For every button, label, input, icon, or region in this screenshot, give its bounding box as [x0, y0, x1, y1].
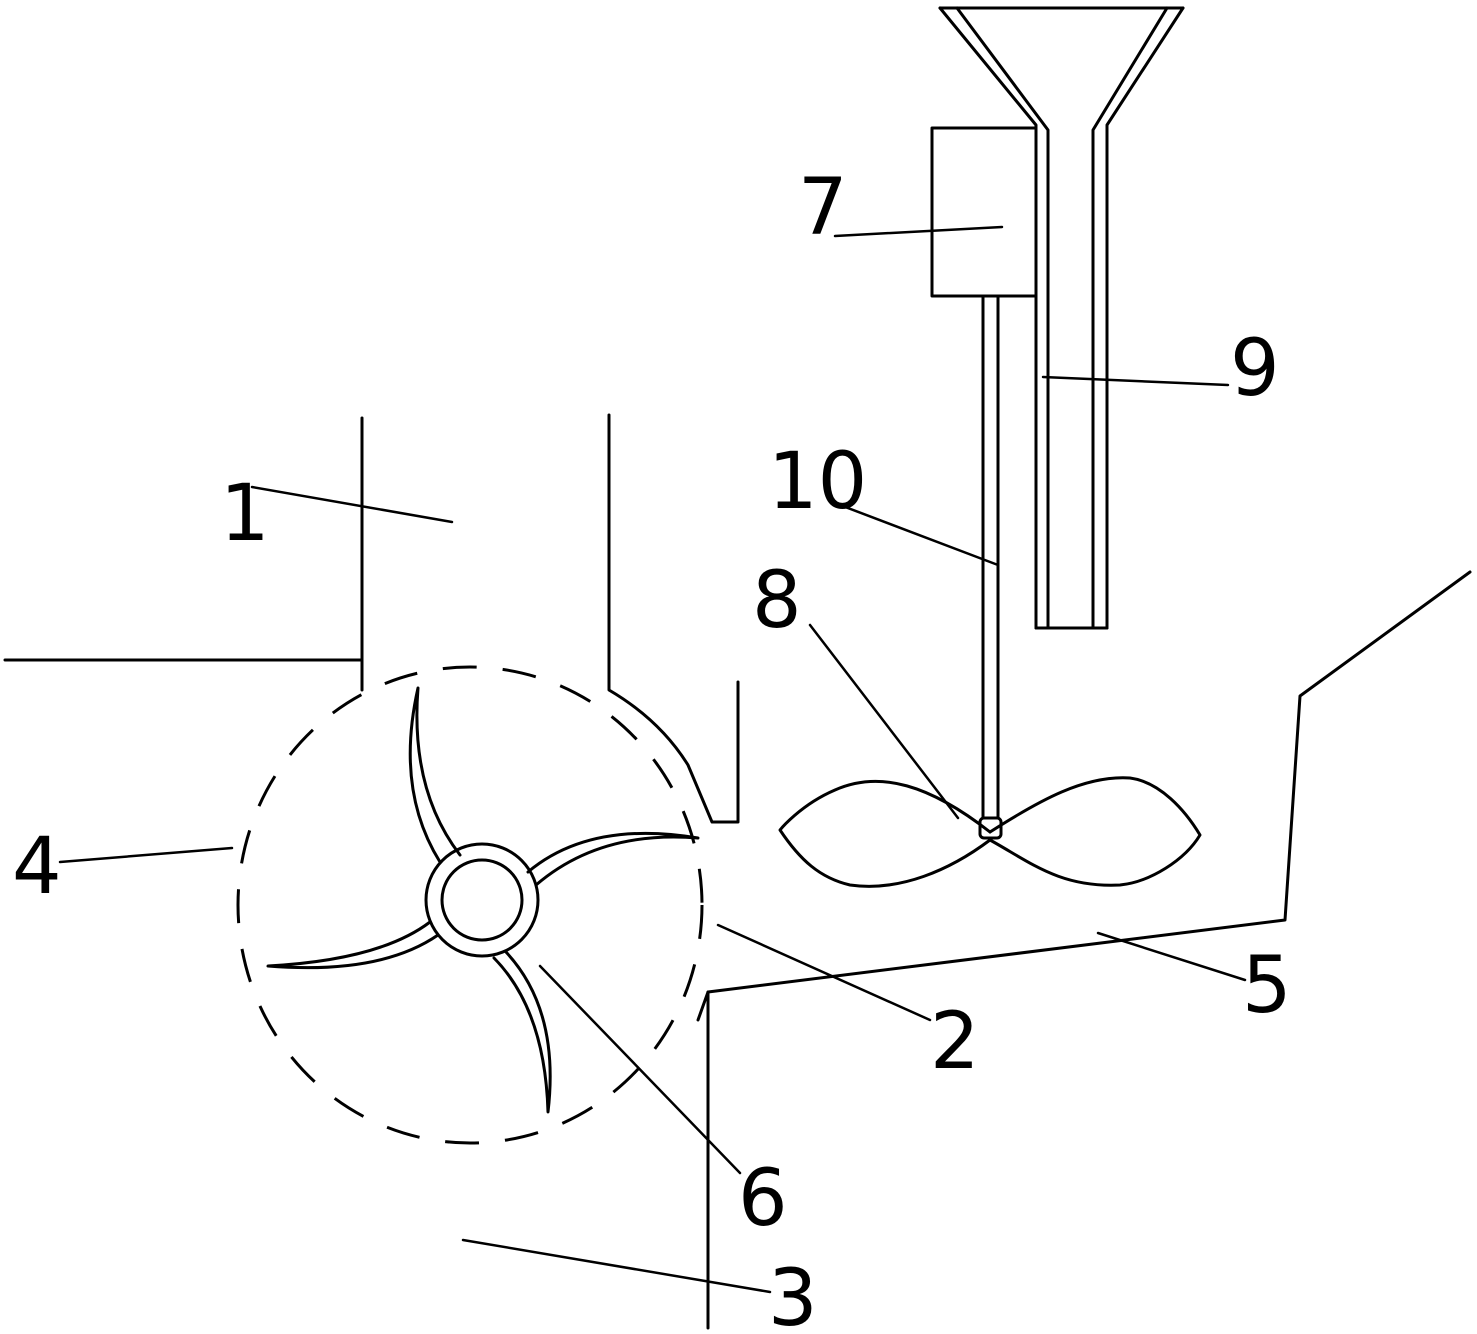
leader-3 — [461, 1238, 772, 1294]
motor-box — [930, 126, 1038, 298]
leader-8 — [808, 623, 960, 820]
rotor-hub-outer — [424, 842, 540, 958]
rotor-blade-left — [266, 920, 440, 970]
leader-6 — [538, 964, 742, 1175]
feed-hopper — [938, 6, 1185, 630]
leader-lines — [58, 225, 1247, 1294]
leader-2 — [716, 923, 932, 1022]
leader-7 — [833, 225, 1004, 238]
label-8: 8 — [752, 556, 802, 646]
rotor-blade-top — [408, 686, 462, 864]
label-10: 10 — [768, 437, 867, 527]
label-1: 1 — [220, 469, 270, 559]
rotor-hub-inner — [440, 858, 524, 942]
label-6: 6 — [738, 1154, 788, 1244]
leader-9 — [1041, 375, 1230, 387]
label-3: 3 — [768, 1254, 818, 1334]
leader-1 — [250, 485, 454, 524]
stirrer-shaft — [978, 294, 1003, 840]
rotor — [266, 686, 700, 1114]
upper-housing — [3, 413, 740, 824]
label-4: 4 — [12, 822, 62, 912]
label-7: 7 — [798, 163, 848, 253]
part-labels: 1 2 3 4 5 6 7 8 9 10 — [12, 163, 1292, 1334]
rotor-blade-right — [526, 831, 700, 887]
leader-5 — [1096, 931, 1247, 982]
label-9: 9 — [1230, 324, 1280, 414]
leader-4 — [58, 846, 234, 864]
label-5: 5 — [1242, 941, 1292, 1031]
rotor-blade-bottom — [492, 950, 552, 1114]
lower-chamber — [696, 570, 1472, 1330]
rotor-housing-dashed — [236, 665, 704, 1145]
leader-10 — [838, 503, 1000, 567]
stirring-paddle — [778, 776, 1202, 888]
label-2: 2 — [930, 997, 980, 1087]
